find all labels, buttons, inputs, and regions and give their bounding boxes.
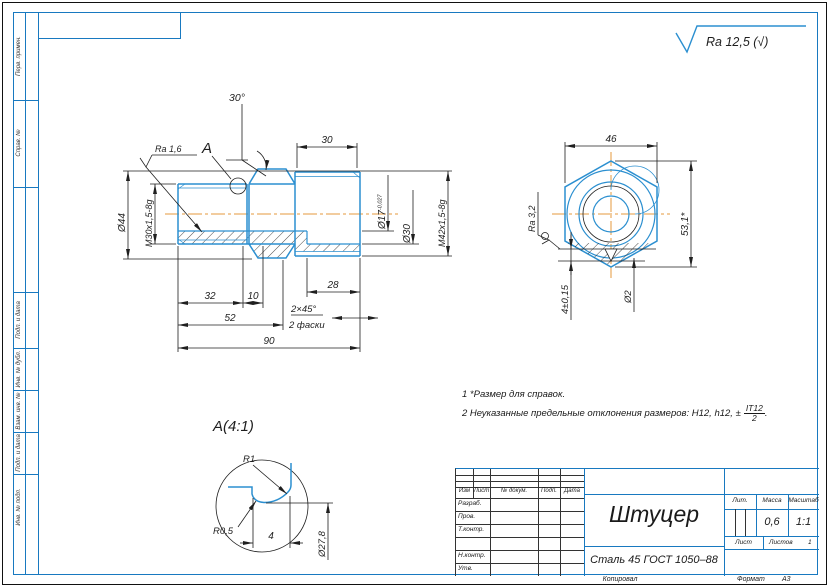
tb-row-prov: Пров. bbox=[458, 513, 476, 520]
roughness-flag-ra32: Ra 3,2 bbox=[527, 192, 561, 250]
footer-format-value: А3 bbox=[782, 576, 791, 583]
dim-across-flats-46: 46 bbox=[605, 134, 617, 145]
tb-scale-label: Масштаб bbox=[788, 497, 819, 504]
detail-a-callout bbox=[211, 155, 247, 195]
dim-thread-m42: M42x1,5-8g bbox=[437, 199, 447, 247]
roughness-ra32-text: Ra 3,2 bbox=[527, 205, 537, 232]
tb-row-nkontr: Н.контр. bbox=[458, 552, 486, 559]
dim-hole-dia2: Ø2 bbox=[623, 290, 634, 304]
tb-col-docnum: № докум. bbox=[500, 488, 528, 494]
dim-dia-17: Ø17-0,027 bbox=[377, 194, 388, 230]
footer-format-label: Формат bbox=[737, 576, 765, 583]
dim-groove-width-4: 4 bbox=[268, 531, 274, 542]
note-1: 1 *Размер для справок. bbox=[462, 389, 566, 400]
tb-col-data: Дата bbox=[564, 488, 580, 494]
roughness-ra16-text: Ra 1,6 bbox=[155, 144, 182, 154]
margin-column-line-1 bbox=[25, 12, 26, 575]
corner-stamp bbox=[38, 12, 181, 39]
technical-notes: 1 *Размер для справок. 2 Неуказанные пре… bbox=[462, 389, 802, 428]
footer-copied-label: Копировал bbox=[602, 576, 638, 583]
dim-radius-r1: R1 bbox=[243, 454, 255, 465]
tb-row-razrab: Разраб. bbox=[458, 500, 482, 507]
tb-col-izm: Изм bbox=[458, 488, 471, 494]
dim-len-52: 52 bbox=[224, 313, 236, 324]
tb-sheets-label: Листов bbox=[769, 539, 793, 546]
tb-row-utv: Утв. bbox=[458, 565, 473, 572]
dim-radius-r05: R0,5 bbox=[213, 526, 234, 537]
tb-row-tkontr: Т.контр. bbox=[458, 526, 485, 533]
dim-thread-m30: M30x1,5-8g bbox=[144, 199, 154, 247]
material-spec: Сталь 45 ГОСТ 1050–88 bbox=[590, 554, 718, 566]
tb-sheets-value: 1 bbox=[808, 539, 812, 546]
mass-value: 0,6 bbox=[764, 516, 780, 528]
margin-column-line-2 bbox=[38, 12, 39, 575]
detail-a-letter: A bbox=[201, 140, 212, 157]
chamfer-angle-leader bbox=[226, 104, 270, 177]
tb-sheet-label: Лист bbox=[735, 539, 752, 546]
roughness-flag-ra16 bbox=[139, 154, 203, 233]
note-2: 2 Неуказанные предельные отклонения разм… bbox=[462, 403, 768, 424]
scale-value: 1:1 bbox=[795, 516, 812, 528]
dim-groove-dia-278: Ø27,8 bbox=[317, 530, 328, 558]
general-roughness-text: Ra 12,5 (√) bbox=[706, 35, 768, 49]
dim-len-32: 32 bbox=[204, 291, 216, 302]
dim-len-28: 28 bbox=[326, 280, 339, 291]
dim-len-10: 10 bbox=[247, 291, 259, 302]
dim-chamfer-angle: 30° bbox=[229, 92, 245, 104]
part-name: Штуцер bbox=[608, 501, 700, 527]
main-view-front-section: 30° A Ra 1,6 30 M30x1,5-8g Ø44 Ø17-0,027… bbox=[117, 92, 452, 352]
detail-view-a: A(4:1) R1 R0,5 4 Ø27,8 bbox=[212, 418, 333, 560]
tb-lit-label: Лит. bbox=[732, 497, 748, 504]
dim-chamfer-2x45: 2×45° bbox=[290, 304, 316, 315]
tb-col-list: Лист bbox=[473, 488, 490, 494]
dim-chamfer-count: 2 фаски bbox=[288, 320, 325, 331]
hex-end-view: Ra 3,2 46 53,1* 4±0,15 Ø2 bbox=[527, 134, 697, 320]
dim-dia-30: Ø30 bbox=[402, 224, 413, 244]
tb-mass-label: Масса bbox=[762, 497, 782, 504]
title-block: Изм Лист № докум. Подп. Дата Разраб. Про… bbox=[455, 468, 819, 576]
dim-len-30: 30 bbox=[321, 135, 333, 146]
tolerance-fraction: IT12 2 bbox=[743, 403, 765, 424]
dim-len-90: 90 bbox=[263, 336, 275, 347]
dim-depth-4: 4±0,15 bbox=[560, 284, 571, 314]
tb-col-podp: Подп. bbox=[541, 488, 557, 494]
drawing-frame bbox=[13, 12, 818, 575]
dim-dia-44: Ø44 bbox=[117, 213, 128, 233]
detail-view-title: A(4:1) bbox=[212, 418, 254, 435]
general-roughness-mark: Ra 12,5 (√) bbox=[675, 25, 806, 54]
dim-across-corners-531: 53,1* bbox=[680, 212, 691, 236]
